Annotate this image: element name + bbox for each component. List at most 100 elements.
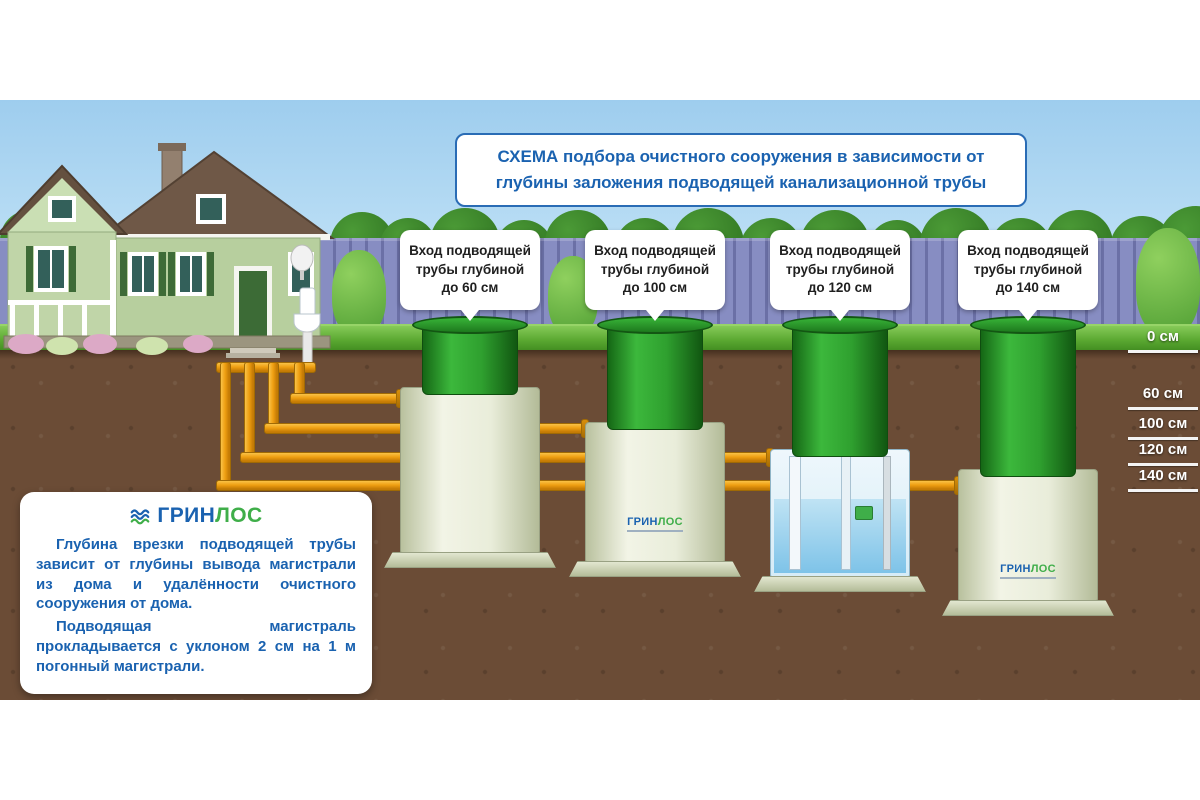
pipe-manifold [216,362,316,373]
brand-logo: ГРИНЛОС [36,504,356,528]
depth-mark-60: 60 см [1128,385,1198,410]
porch-post [58,305,63,336]
shutter [69,246,76,292]
depth-tick [1128,489,1198,492]
callout-depth-value: до 140 см [995,280,1061,296]
depth-tick [1128,463,1198,466]
brand-name-part2: ЛОС [657,516,683,528]
flower-bush [183,335,213,353]
septic-tank-100: ГРИНЛОС [565,316,745,578]
depth-tick [1128,407,1198,410]
bush [1136,228,1200,336]
depth-mark-120: 120 см [1128,441,1198,466]
tank-base [384,552,556,568]
callout-text: Вход подводящей трубы глубиной [409,242,531,277]
depth-tick [1128,350,1198,353]
internal-pipe [883,456,891,570]
brand-name-part2: ЛОС [215,504,263,527]
tank-base [754,576,926,592]
callout-depth-120: Вход подводящей трубы глубиной до 120 см [770,230,910,321]
shutter [26,246,33,292]
tank-brand-label: ГРИНЛОС [938,563,1118,579]
callout-content: Вход подводящей трубы глубиной до 100 см [591,242,719,299]
shutter [120,252,127,296]
satellite-dish-icon [290,244,314,272]
bush [136,337,168,355]
flower-bush [83,334,117,354]
depth-label: 60 см [1142,385,1184,402]
depth-label: 120 см [1138,441,1188,458]
tank-brand-label: ГРИНЛОС [565,516,745,532]
pump [855,506,873,520]
callout-depth-60: Вход подводящей трубы глубиной до 60 см [400,230,540,321]
brand-tagline-bar [627,530,683,532]
porch-post [34,305,39,336]
porch-corner-post [110,240,116,336]
info-paragraph-1: Глубина врезки подводящей трубы зависит … [36,536,356,613]
tank-body-cutaway [770,449,910,577]
flower-bush [8,334,44,354]
callout-depth-value: до 120 см [807,280,873,296]
tank-body [400,387,540,553]
tank-base [942,600,1114,616]
callout-content: Вход подводящей трубы глубиной до 60 см [406,242,534,299]
callout-text: Вход подводящей трубы глубиной [594,242,716,277]
depth-mark-0: 0 см [1128,328,1198,353]
grinlos-logo-icon [131,509,150,525]
callout-text: Вход подводящей трубы глубиной [779,242,901,277]
depth-label: 0 см [1147,328,1179,345]
depth-label: 100 см [1138,415,1188,432]
brand-name: ГРИНЛОС [157,504,262,528]
callout-depth-140: Вход подводящей трубы глубиной до 140 см [958,230,1098,321]
toilet-bowl [293,313,321,333]
shutter [207,252,214,296]
tank-body [585,422,725,562]
septic-tank-120-cutaway [750,316,930,593]
callout-content: Вход подводящей трубы глубиной до 140 см [964,242,1092,299]
shutter [168,252,175,296]
page-title: СХЕМА подбора очистного сооружения в зав… [495,146,987,192]
step [226,353,280,358]
porch-railing [8,300,116,305]
depth-tick [1128,437,1198,440]
callout-depth-value: до 60 см [441,280,499,296]
chimney-cap [158,143,186,151]
title-box: СХЕМА подбора очистного сооружения в зав… [455,133,1027,207]
callout-depth-100: Вход подводящей трубы глубиной до 100 см [585,230,725,321]
callout-content: Вход подводящей трубы глубиной до 120 см [776,242,904,299]
info-paragraph-2: Подводящая магистраль прокладывается с у… [36,618,356,675]
dish-mount [300,270,304,280]
brand-name-part1: ГРИН [1000,563,1031,575]
shutter [159,252,166,296]
septic-tank-60 [380,316,560,569]
airlift-pipe [841,456,851,570]
scene: ГРИНЛОС ГРИНЛОС [0,100,1200,700]
brand-name-part1: ГРИН [627,516,658,528]
window-mullion [50,250,52,288]
callout-depth-value: до 100 см [622,280,688,296]
septic-tank-140: ГРИНЛОС [938,316,1118,617]
bush [46,337,78,355]
door [239,271,267,336]
brand-name-part1: ГРИН [157,504,216,527]
step [230,348,276,353]
toilet-tank [299,287,316,317]
depth-mark-100: 100 см [1128,415,1198,440]
window-mullion [142,256,144,292]
attic-window [200,198,222,220]
callout-text: Вход подводящей трубы глубиной [967,242,1089,277]
tank-neck [792,325,888,457]
eave-trim [106,234,330,240]
depth-mark-140: 140 см [1128,467,1198,492]
window-mullion [190,256,192,292]
brand-tagline-bar [1000,577,1056,579]
tank-neck [422,325,518,395]
pipe-drop-120 [244,362,255,463]
tank-neck [980,325,1076,477]
bush [332,250,386,336]
gable-window [52,200,72,218]
porch-post [82,305,87,336]
aeration-column [789,456,801,570]
tank-body [958,469,1098,601]
